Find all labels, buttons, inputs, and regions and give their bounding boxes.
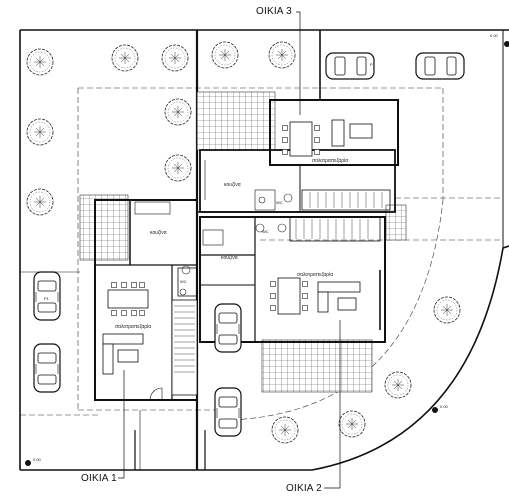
tiled-areas: [79, 91, 407, 393]
house-3-sofa: [331, 119, 373, 147]
house-1-label: ΟΙΚΙΑ 1: [81, 473, 117, 484]
house-1-walls: [94, 199, 198, 401]
house-1-sofa: [102, 333, 144, 375]
house-1-dining-table: [107, 282, 149, 316]
level-right-label: 0.00: [440, 404, 448, 409]
house-2-label: ΟΙΚΙΑ 2: [286, 483, 322, 494]
leader-lines: [118, 11, 341, 489]
level-markers: [25, 41, 509, 466]
site-boundary: [19, 29, 509, 471]
house-3-stairs: [309, 192, 383, 208]
house-2-stairs: [295, 219, 369, 239]
kitchen-house-3-label: κουζίνα: [224, 182, 241, 188]
living-house-2-label: σαλοτραπεζαρία: [297, 272, 334, 278]
parking-top-label: P1: [370, 62, 375, 67]
living-house-3-label: σαλοτραπεζαρία: [312, 158, 349, 164]
house-3-dining-table: [282, 121, 320, 157]
house-3-label: ΟΙΚΙΑ 3: [256, 6, 292, 17]
house-2-sofa: [317, 281, 361, 313]
house-1-door: [149, 387, 163, 401]
living-house-1-label: σαλοτραπεζαρία: [115, 324, 152, 330]
house-1-stairs: [174, 305, 195, 373]
level-top-label: 0.00: [490, 33, 498, 38]
kitchen-house-1-label: κουζίνα: [150, 230, 167, 236]
house-2-dining-table: [270, 277, 308, 315]
wc-house-3-label: WC: [276, 200, 283, 205]
kitchen-house-2-label: κουζίνα: [221, 255, 238, 261]
level-left-label: 0.00: [33, 457, 41, 462]
house-2-walls: [199, 216, 386, 343]
wc-house-1-label: WC: [180, 279, 187, 284]
wc-house-2-label: WC: [262, 229, 269, 234]
parking-left-label: P1: [44, 296, 49, 301]
